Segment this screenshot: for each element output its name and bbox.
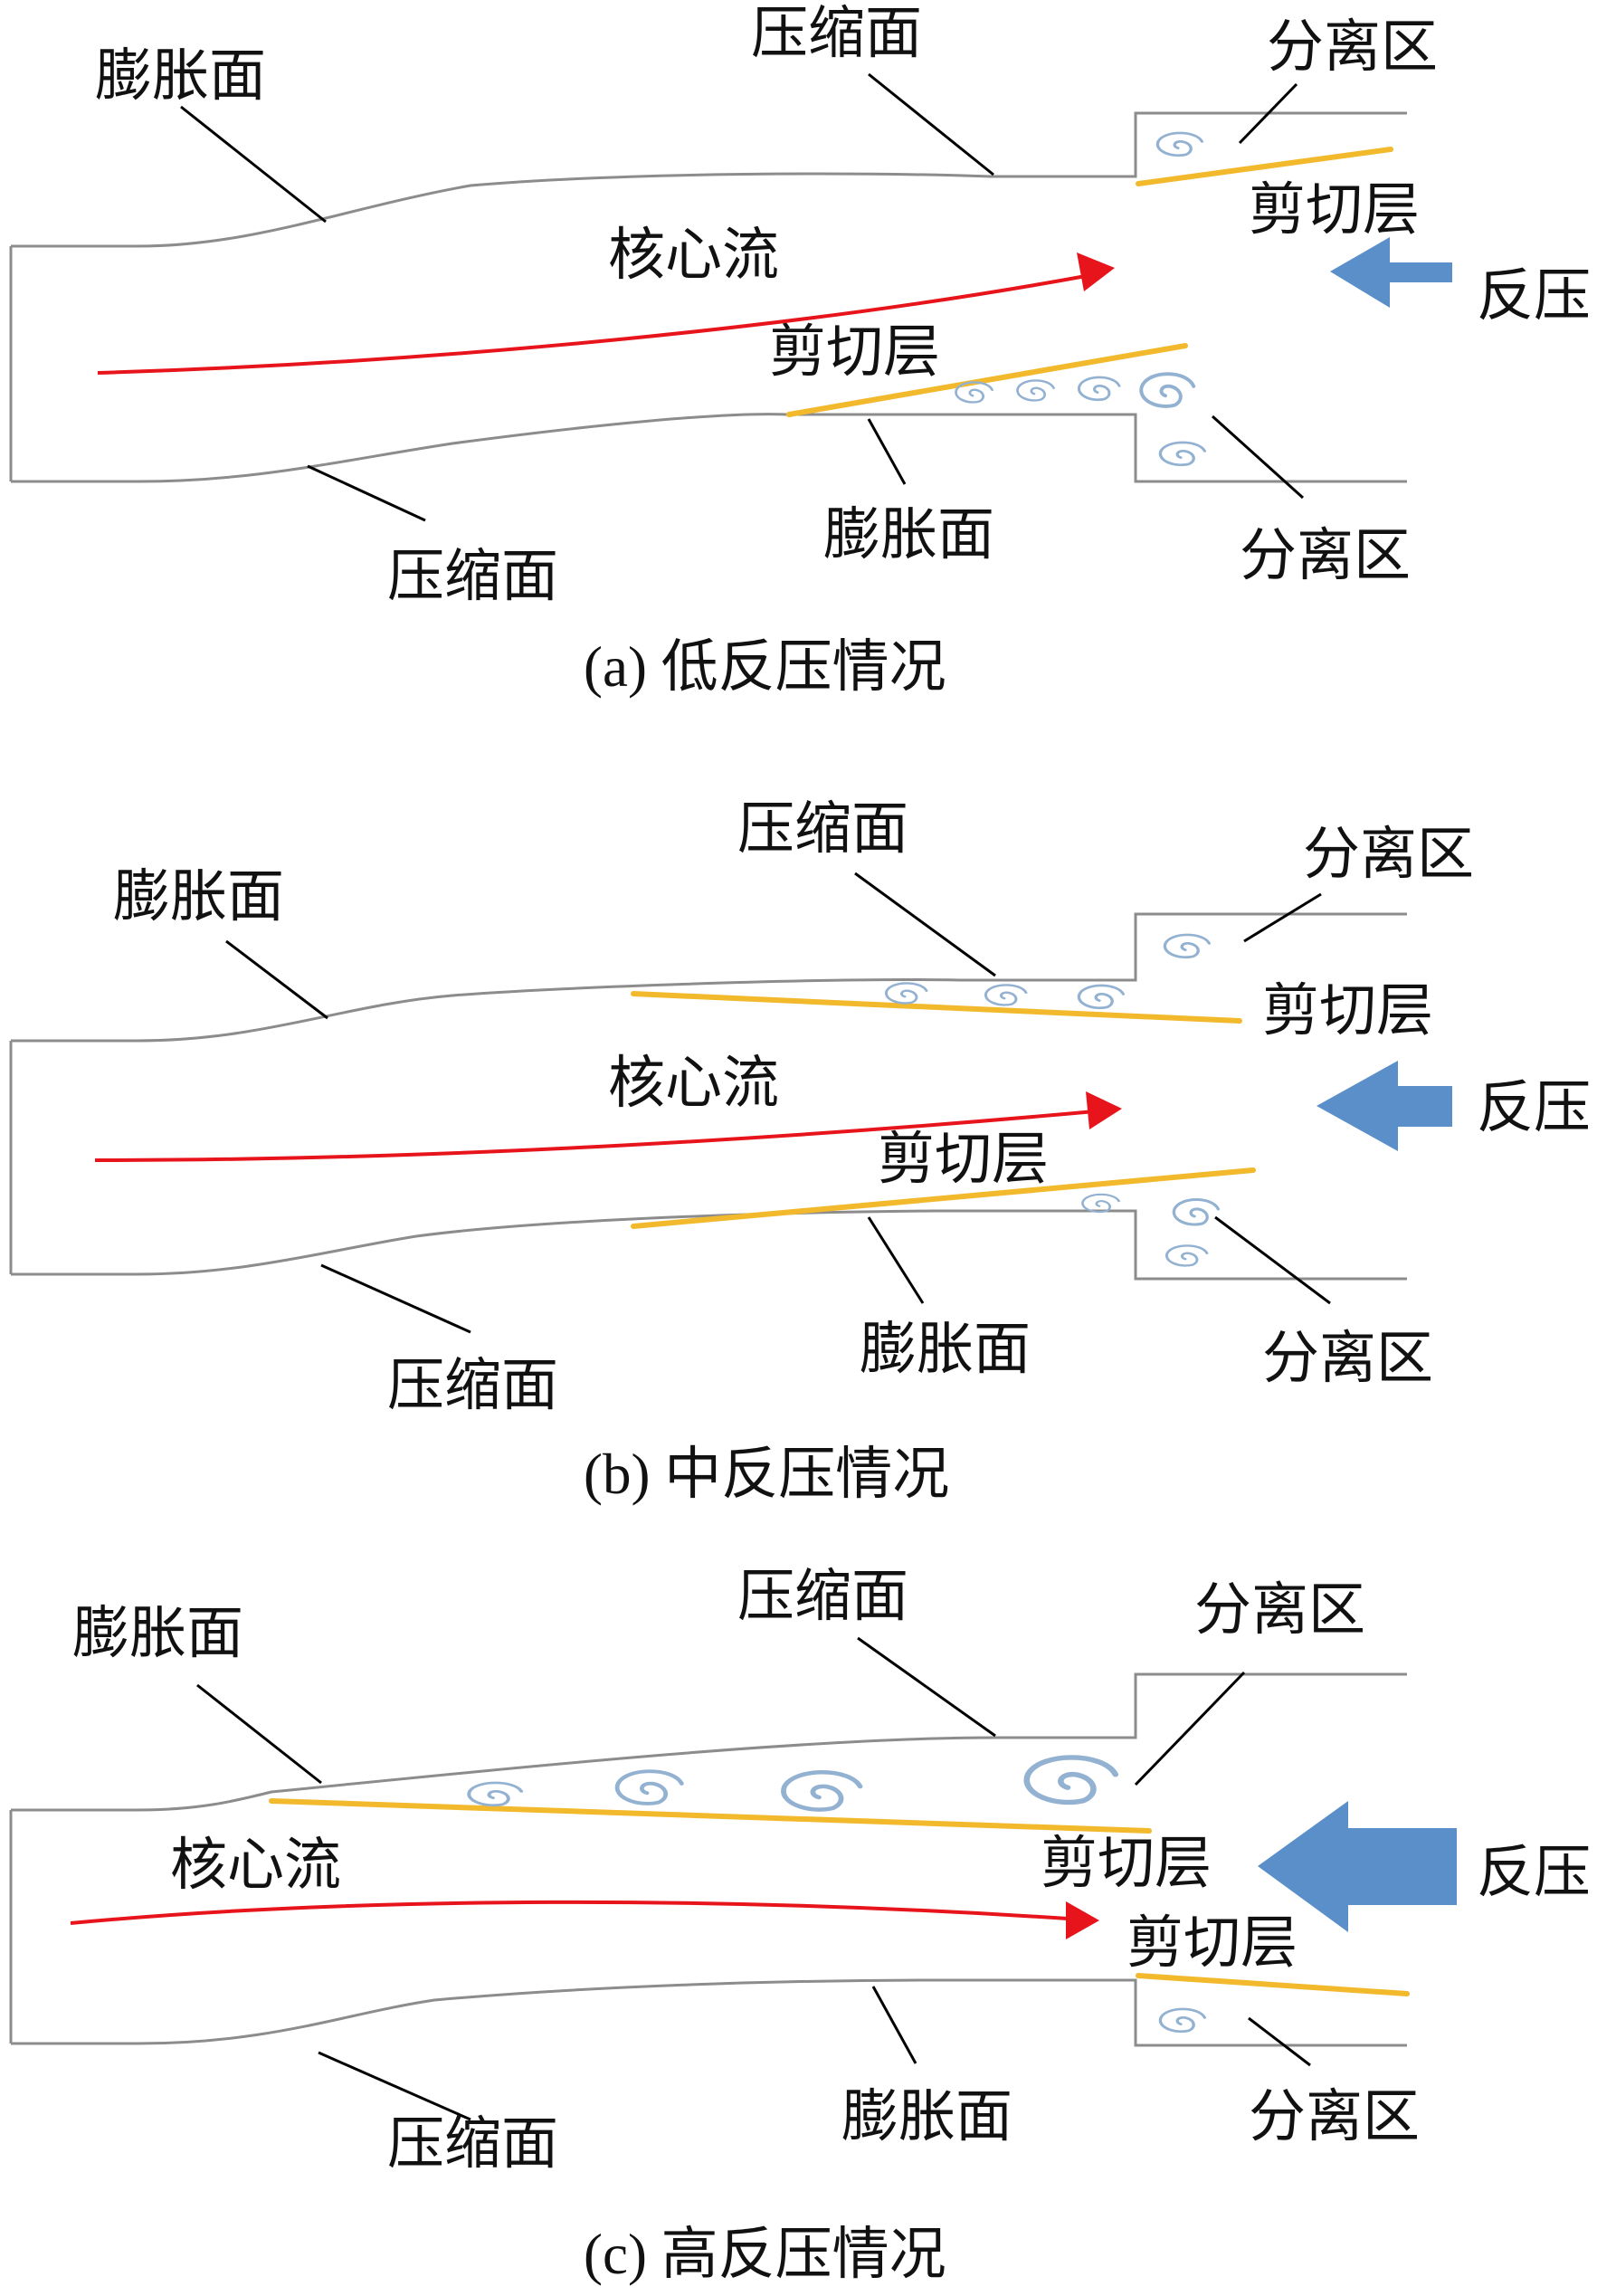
label-compression-top: 压缩面 <box>751 0 922 66</box>
leader-lines <box>225 872 1331 1334</box>
label-expansion-top: 膨胀面 <box>113 863 284 929</box>
label-shear-top: 剪切层 <box>1262 977 1433 1043</box>
caption-a: (a) 低反压情况 <box>584 635 946 699</box>
shear-layers <box>786 147 1393 417</box>
label-shear-bottom: 剪切层 <box>769 319 940 385</box>
labels: 膨胀面 压缩面 分离区 剪切层 核心流 反压 剪切层 压缩面 膨胀面 分离区 <box>113 796 1591 1418</box>
label-compression-bottom: 压缩面 <box>387 1352 558 1418</box>
back-pressure-arrow <box>1330 237 1452 308</box>
label-separation-top: 分离区 <box>1194 1577 1365 1643</box>
panel-b: 膨胀面 压缩面 分离区 剪切层 核心流 反压 剪切层 压缩面 膨胀面 分离区 (… <box>9 796 1591 1506</box>
labels: 膨胀面 压缩面 分离区 剪切层 核心流 反压 剪切层 压缩面 膨胀面 分离区 <box>72 1563 1591 2177</box>
label-core-flow: 核心流 <box>608 222 779 288</box>
label-separation-top: 分离区 <box>1267 14 1438 80</box>
label-expansion-top: 膨胀面 <box>95 43 266 109</box>
caption-b: (b) 中反压情况 <box>584 1443 949 1506</box>
label-expansion-bottom: 膨胀面 <box>860 1316 1031 1382</box>
label-back-pressure: 反压 <box>1477 1074 1591 1140</box>
label-shear-bottom: 剪切层 <box>878 1126 1049 1192</box>
label-shear-right: 剪切层 <box>1249 176 1420 243</box>
panel-c: 膨胀面 压缩面 分离区 剪切层 核心流 反压 剪切层 压缩面 膨胀面 分离区 (… <box>9 1563 1591 2286</box>
core-flow-arrow <box>70 1900 1099 1939</box>
core-flow-arrow <box>97 252 1115 375</box>
label-separation-bottom: 分离区 <box>1262 1325 1433 1391</box>
leader-lines <box>196 1636 1311 2121</box>
panel-a: 膨胀面 压缩面 分离区 剪切层 核心流 反压 剪切层 压缩面 膨胀面 分离区 (… <box>9 0 1591 699</box>
label-expansion-bottom: 膨胀面 <box>823 501 994 567</box>
label-separation-bottom: 分离区 <box>1249 2083 1420 2149</box>
shear-layers <box>269 1798 1410 1996</box>
back-pressure-arrow <box>1317 1061 1452 1151</box>
leader-lines <box>180 72 1305 522</box>
label-core-flow: 核心流 <box>608 1050 779 1116</box>
label-separation-bottom: 分离区 <box>1240 522 1411 588</box>
label-expansion-top: 膨胀面 <box>72 1600 243 1666</box>
duct-walls <box>9 912 1407 1281</box>
label-shear-top: 剪切层 <box>1041 1830 1212 1896</box>
label-core-flow: 核心流 <box>170 1832 341 1898</box>
labels: 膨胀面 压缩面 分离区 剪切层 核心流 反压 剪切层 压缩面 膨胀面 分离区 <box>95 0 1591 609</box>
vortices <box>884 933 1221 1267</box>
duct-walls <box>9 1672 1407 2047</box>
core-flow-arrow <box>94 1091 1122 1162</box>
label-compression-bottom: 压缩面 <box>387 2110 558 2177</box>
duct-walls <box>9 111 1407 483</box>
label-compression-top: 压缩面 <box>737 1563 908 1629</box>
label-compression-bottom: 压缩面 <box>387 543 558 609</box>
label-back-pressure: 反压 <box>1477 262 1591 329</box>
caption-c: (c) 高反压情况 <box>584 2223 946 2286</box>
shear-layers <box>631 991 1256 1229</box>
label-expansion-bottom: 膨胀面 <box>841 2083 1012 2149</box>
label-separation-top: 分离区 <box>1303 821 1474 887</box>
label-shear-bottom: 剪切层 <box>1126 1910 1298 1976</box>
back-pressure-arrow <box>1258 1801 1457 1932</box>
label-compression-top: 压缩面 <box>737 796 908 862</box>
label-back-pressure: 反压 <box>1477 1839 1591 1905</box>
